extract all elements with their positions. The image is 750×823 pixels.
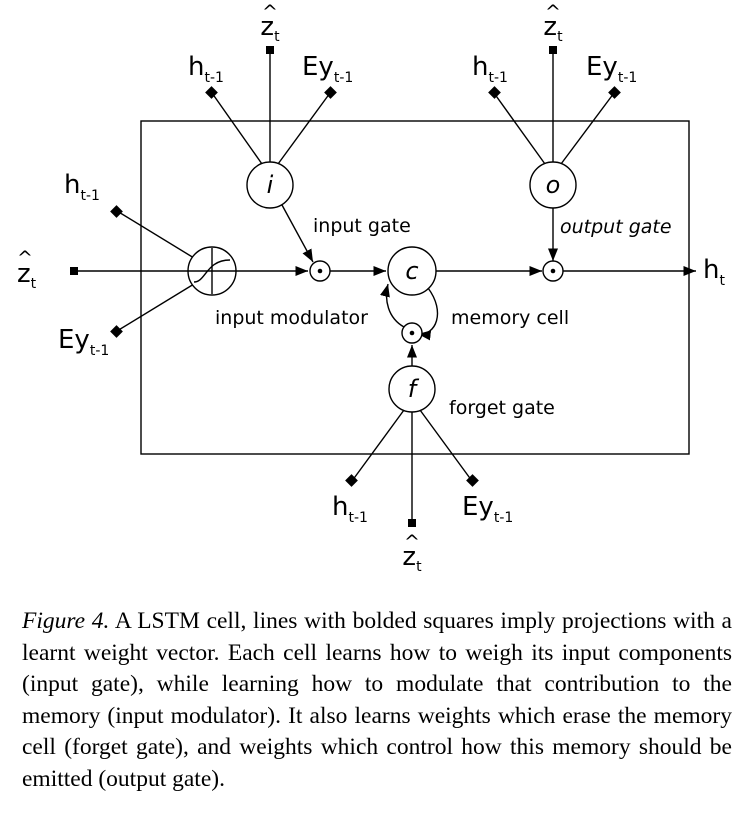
projection-square — [266, 46, 274, 54]
forget-gate-h-label: ht-1 — [332, 492, 368, 526]
modulator-z-label: zt ^ — [17, 247, 37, 292]
svg-text:zt: zt — [402, 542, 422, 575]
forget-gate-ey-label: Eyt-1 — [462, 492, 513, 526]
input-gate-inputs — [205, 46, 337, 165]
svg-text:^: ^ — [404, 531, 420, 553]
lstm-cell-diagram: zt ^ ht-1 Eyt-1 i input gate zt ^ ht-1 E… — [17, 1, 725, 575]
memory-cell-label: memory cell — [451, 307, 569, 329]
output-gate-ey-label: Eyt-1 — [586, 52, 637, 86]
output-gate-z-label: zt ^ — [543, 1, 563, 45]
input-gate-z-label: zt ^ — [260, 1, 280, 45]
figure-label: Figure 4. — [22, 608, 110, 634]
svg-text:zt: zt — [260, 12, 280, 45]
diamond-marker — [466, 474, 479, 487]
diamond-marker — [110, 325, 123, 338]
output-gate-h-label: ht-1 — [472, 52, 508, 86]
output-h-label: ht — [703, 255, 725, 289]
input-gate-node — [246, 161, 294, 209]
svg-text:^: ^ — [545, 1, 561, 23]
input-gate-label: input gate — [313, 215, 411, 237]
input-modulator-label: input modulator — [215, 307, 368, 329]
forget-multiply-node — [401, 322, 423, 344]
modulator-ey-label: Eyt-1 — [58, 325, 109, 359]
diamond-marker — [345, 474, 358, 487]
input-gate-ey-label: Eyt-1 — [302, 52, 353, 86]
input-gate-h-label: ht-1 — [188, 52, 224, 86]
modulator-h-label: ht-1 — [64, 170, 100, 204]
projection-square — [70, 267, 78, 275]
input-modulator-node — [187, 246, 237, 296]
svg-text:^: ^ — [262, 1, 278, 23]
diamond-marker — [488, 86, 501, 99]
svg-text:o: o — [546, 171, 561, 199]
projection-square — [408, 519, 416, 527]
svg-text:i: i — [267, 171, 274, 199]
svg-text:^: ^ — [17, 247, 33, 269]
modulator-inputs — [70, 205, 195, 338]
output-multiply-node — [542, 260, 564, 282]
svg-text:zt: zt — [543, 12, 563, 45]
diamond-marker — [205, 86, 218, 99]
input-multiply-node — [309, 260, 331, 282]
projection-square — [549, 46, 557, 54]
diamond-marker — [324, 86, 337, 99]
figure-caption: Figure 4. A LSTM cell, lines with bolded… — [22, 606, 732, 795]
memory-recurrent-loop — [417, 287, 439, 341]
svg-text:zt: zt — [17, 259, 37, 292]
output-gate-label: output gate — [560, 216, 672, 238]
diamond-marker — [110, 205, 123, 218]
diamond-marker — [608, 86, 621, 99]
forget-gate-z-label: zt ^ — [402, 531, 422, 575]
svg-text:c: c — [405, 257, 418, 285]
forget-gate-label: forget gate — [449, 397, 555, 419]
output-gate-inputs — [488, 46, 621, 165]
cell-boundary — [140, 120, 690, 455]
forget-gate-inputs — [345, 409, 479, 527]
caption-text: A LSTM cell, lines with bolded squares i… — [22, 608, 732, 792]
